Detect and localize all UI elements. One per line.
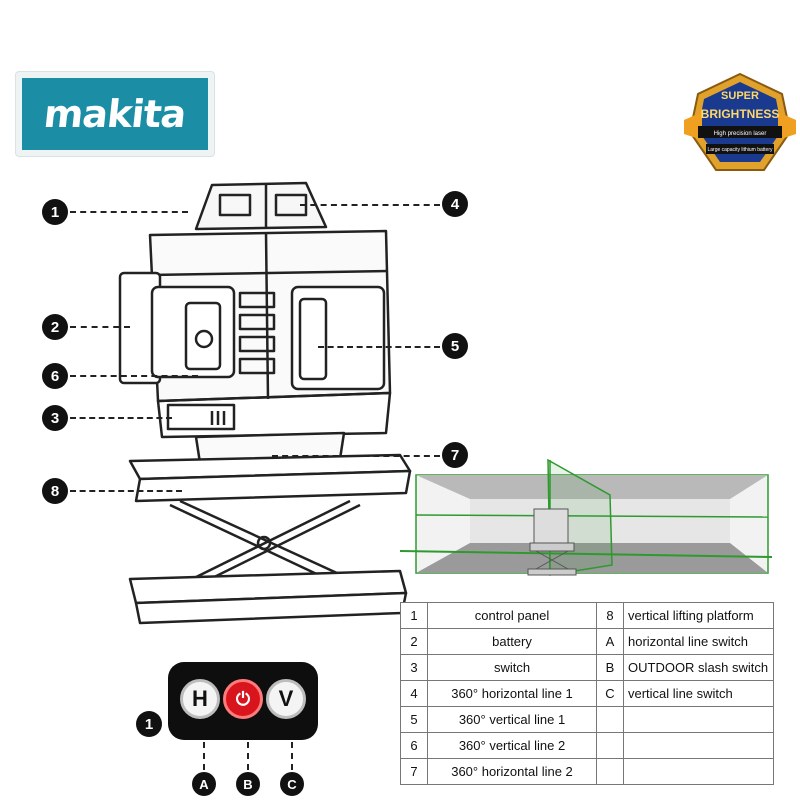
row-number: 5	[400, 706, 428, 733]
brand-name: makita	[42, 92, 188, 136]
callout-4-leader	[300, 204, 440, 206]
horizontal-line-button[interactable]: H	[180, 679, 220, 719]
row-number-2	[596, 732, 624, 759]
leader-b	[247, 742, 249, 770]
callout-8: 8	[42, 478, 68, 504]
callout-7-leader	[272, 455, 440, 457]
row-label-2: vertical line switch	[623, 680, 774, 707]
table-row: 5 360° vertical line 1	[400, 706, 774, 733]
vertical-line-button[interactable]: V	[266, 679, 306, 719]
callout-5: 5	[442, 333, 468, 359]
laser-projection-scene	[399, 455, 773, 580]
row-number: 4	[400, 680, 428, 707]
row-label-2: OUTDOOR slash switch	[623, 654, 774, 681]
badge-caption: Large capacity lithium battery	[707, 147, 773, 153]
row-number-2: B	[596, 654, 624, 681]
row-label: 360° horizontal line 1	[427, 680, 597, 707]
row-label: 360° horizontal line 2	[427, 758, 597, 785]
badge-title-1: SUPER	[721, 90, 759, 102]
row-number-2	[596, 706, 624, 733]
label-a: A	[192, 772, 216, 796]
label-b: B	[236, 772, 260, 796]
row-label: switch	[427, 654, 597, 681]
table-row: 3 switch B OUTDOOR slash switch	[400, 654, 774, 681]
row-label-2	[623, 732, 774, 759]
logo-plate: makita	[22, 78, 208, 150]
row-label-2: vertical lifting platform	[623, 602, 774, 629]
laser-level-drawing	[100, 175, 420, 635]
callout-5-leader	[318, 346, 440, 348]
callout-3-leader	[70, 417, 172, 419]
device-outline	[118, 181, 412, 625]
callout-7: 7	[442, 442, 468, 468]
callout-6: 6	[42, 363, 68, 389]
row-label: control panel	[427, 602, 597, 629]
leader-c	[291, 742, 293, 770]
row-number: 2	[400, 628, 428, 655]
callout-6-leader	[70, 375, 198, 377]
callout-1-leader	[70, 211, 188, 213]
panel-callout-1: 1	[136, 711, 162, 737]
row-label: 360° vertical line 2	[427, 732, 597, 759]
table-row: 1 control panel 8 vertical lifting platf…	[400, 602, 774, 629]
row-number-2: A	[596, 628, 624, 655]
row-number-2	[596, 758, 624, 785]
row-number: 1	[400, 602, 428, 629]
parts-table: 1 control panel 8 vertical lifting platf…	[400, 602, 774, 785]
super-brightness-badge: SUPER BRIGHTNESS High precision laser La…	[684, 70, 796, 182]
row-number: 3	[400, 654, 428, 681]
table-row: 4 360° horizontal line 1 C vertical line…	[400, 680, 774, 707]
row-label: 360° vertical line 1	[427, 706, 597, 733]
power-button[interactable]: ⏻	[223, 679, 263, 719]
control-panel: H ⏻ V	[168, 662, 318, 740]
row-number-2: 8	[596, 602, 624, 629]
callout-2: 2	[42, 314, 68, 340]
row-label-2	[623, 706, 774, 733]
label-c: C	[280, 772, 304, 796]
row-label-2	[623, 758, 774, 785]
row-number: 6	[400, 732, 428, 759]
table-row: 6 360° vertical line 2	[400, 732, 774, 759]
callout-4: 4	[442, 191, 468, 217]
leader-a	[203, 742, 205, 770]
row-label: battery	[427, 628, 597, 655]
row-number-2: C	[596, 680, 624, 707]
badge-title-2: BRIGHTNESS	[701, 107, 780, 121]
callout-2-leader	[70, 326, 130, 328]
callout-8-leader	[70, 490, 182, 492]
room-graphic	[399, 458, 773, 576]
callout-3: 3	[42, 405, 68, 431]
row-label-2: horizontal line switch	[623, 628, 774, 655]
row-number: 7	[400, 758, 428, 785]
table-row: 2 battery A horizontal line switch	[400, 628, 774, 655]
badge-subtitle: High precision laser	[714, 131, 767, 137]
badge-graphic: SUPER BRIGHTNESS High precision laser La…	[684, 72, 796, 171]
callout-1: 1	[42, 199, 68, 225]
makita-logo: makita	[16, 72, 214, 156]
table-row: 7 360° horizontal line 2	[400, 758, 774, 785]
